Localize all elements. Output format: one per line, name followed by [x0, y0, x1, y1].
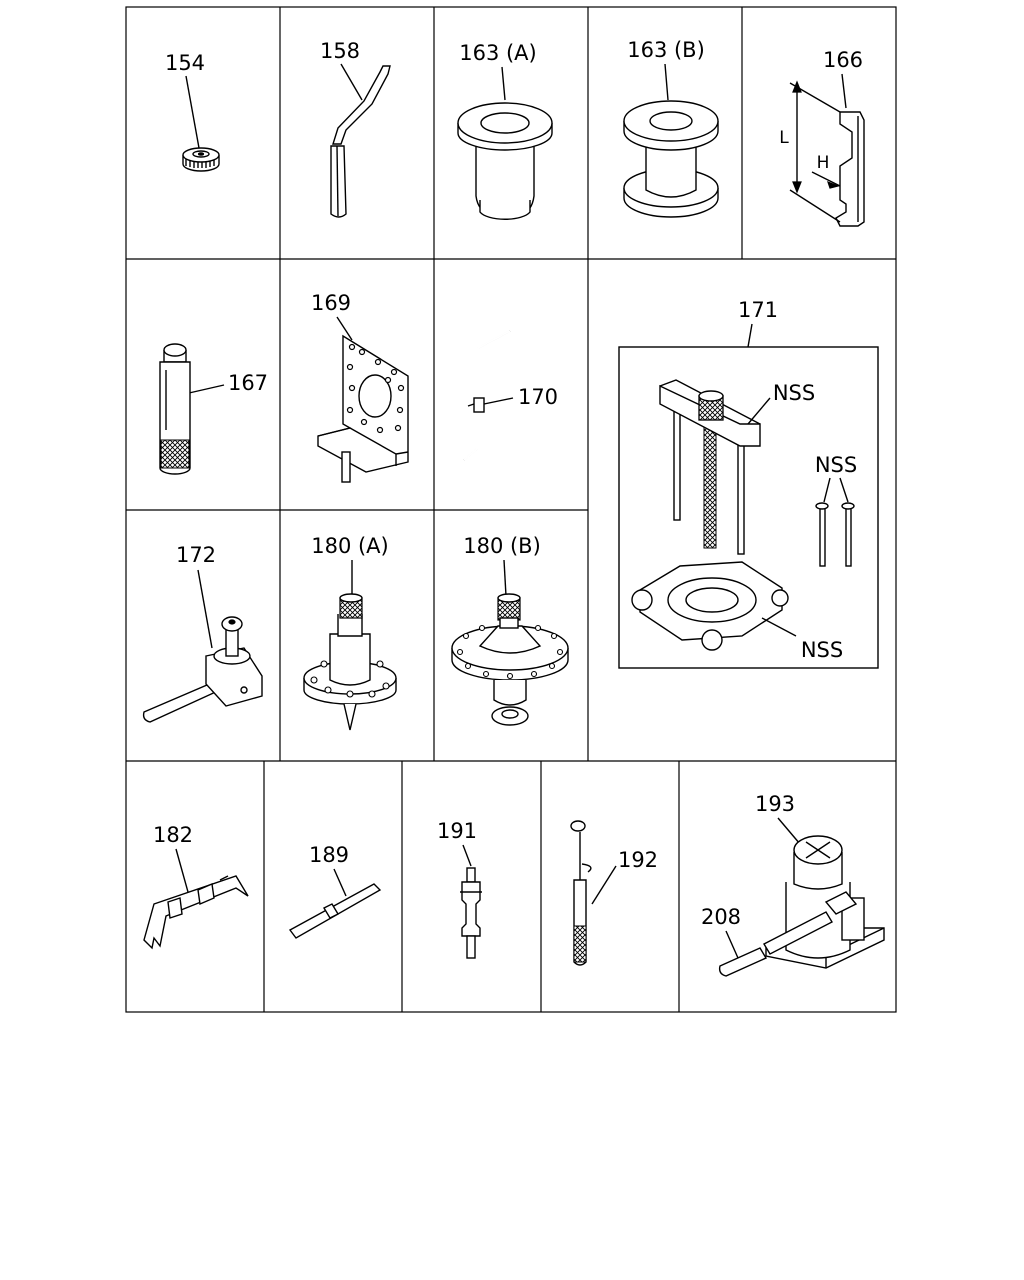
- adapter-a-drawing: [457, 102, 553, 220]
- holder-bracket-drawing: [143, 875, 249, 950]
- label-154: 154: [165, 51, 205, 75]
- label-171: 171: [738, 298, 778, 322]
- leader-171: [747, 323, 753, 348]
- puller-set-frame: [618, 346, 879, 669]
- leader-163a: [501, 66, 506, 101]
- leader-172: [197, 569, 213, 649]
- leader-163b: [664, 63, 669, 101]
- grid-lines: [125, 6, 897, 1013]
- leader-208: [725, 930, 739, 959]
- dimension-H: H: [817, 153, 830, 173]
- probe-rod-drawing: [570, 820, 592, 966]
- puller-drawing: [631, 379, 855, 651]
- label-208: 208: [701, 905, 741, 929]
- cell-167: 167: [159, 343, 268, 475]
- hex-handle-drawing: [330, 65, 391, 218]
- leader-154: [185, 75, 200, 149]
- flange-adapter-b-drawing: [451, 593, 569, 726]
- label-163b: 163 (B): [627, 38, 705, 62]
- cell-158: 158: [320, 39, 391, 218]
- cell-191: 191: [437, 819, 482, 959]
- label-171-nss-bolts: NSS: [815, 453, 857, 477]
- dimension-L: L: [779, 128, 789, 148]
- mandrel-drawing: [159, 343, 191, 475]
- cell-166: 166 L H: [779, 48, 865, 227]
- cell-189: 189: [288, 843, 382, 939]
- bent-rod-drawing: [463, 330, 511, 461]
- leader-180b: [503, 559, 507, 597]
- label-163a: 163 (A): [459, 41, 537, 65]
- cell-171: 171: [618, 298, 879, 669]
- label-169: 169: [311, 291, 351, 315]
- label-193: 193: [755, 792, 795, 816]
- cell-180b: 180 (B): [451, 534, 569, 726]
- pin-drawing: [288, 883, 382, 939]
- cell-180a: 180 (A): [303, 534, 397, 731]
- leader-167: [188, 384, 225, 394]
- leader-182: [175, 848, 189, 893]
- cell-169: 169: [311, 291, 409, 483]
- cell-182: 182: [143, 823, 249, 950]
- cell-192: 192: [570, 820, 658, 966]
- label-171-nss-beam: NSS: [773, 381, 815, 405]
- label-180a: 180 (A): [311, 534, 389, 558]
- label-191: 191: [437, 819, 477, 843]
- leader-191: [462, 844, 472, 867]
- cell-154: 154: [165, 51, 220, 172]
- cell-172: 172: [142, 543, 263, 723]
- leader-158: [340, 63, 363, 101]
- label-171-nss-clamp: NSS: [801, 638, 843, 662]
- cell-170: 170: [463, 330, 558, 461]
- cell-163b: 163 (B): [623, 38, 719, 218]
- label-192: 192: [618, 848, 658, 872]
- cell-208: 208: [701, 905, 833, 977]
- leader-170: [483, 397, 514, 405]
- knurled-nut-drawing: [182, 147, 220, 172]
- label-182: 182: [153, 823, 193, 847]
- angle-bracket-drawing: [317, 334, 409, 483]
- label-189: 189: [309, 843, 349, 867]
- leader-169: [336, 316, 353, 341]
- label-170: 170: [518, 385, 558, 409]
- leader-193: [777, 817, 801, 845]
- gauge-plate-drawing: [789, 80, 865, 227]
- leader-189: [333, 868, 347, 897]
- adapter-pin-drawing: [460, 867, 482, 959]
- label-167: 167: [228, 371, 268, 395]
- wrench-arm-drawing: [142, 616, 263, 723]
- label-166: 166: [823, 48, 863, 72]
- spool-b-drawing: [623, 100, 719, 218]
- label-158: 158: [320, 39, 360, 63]
- leader-166: [841, 73, 847, 109]
- cell-163a: 163 (A): [457, 41, 553, 220]
- jack-handle-drawing: [718, 911, 833, 977]
- label-180b: 180 (B): [463, 534, 541, 558]
- bottle-jack-drawing: [765, 835, 885, 969]
- flange-adapter-a-drawing: [303, 593, 397, 731]
- leader-192: [591, 865, 617, 905]
- label-172: 172: [176, 543, 216, 567]
